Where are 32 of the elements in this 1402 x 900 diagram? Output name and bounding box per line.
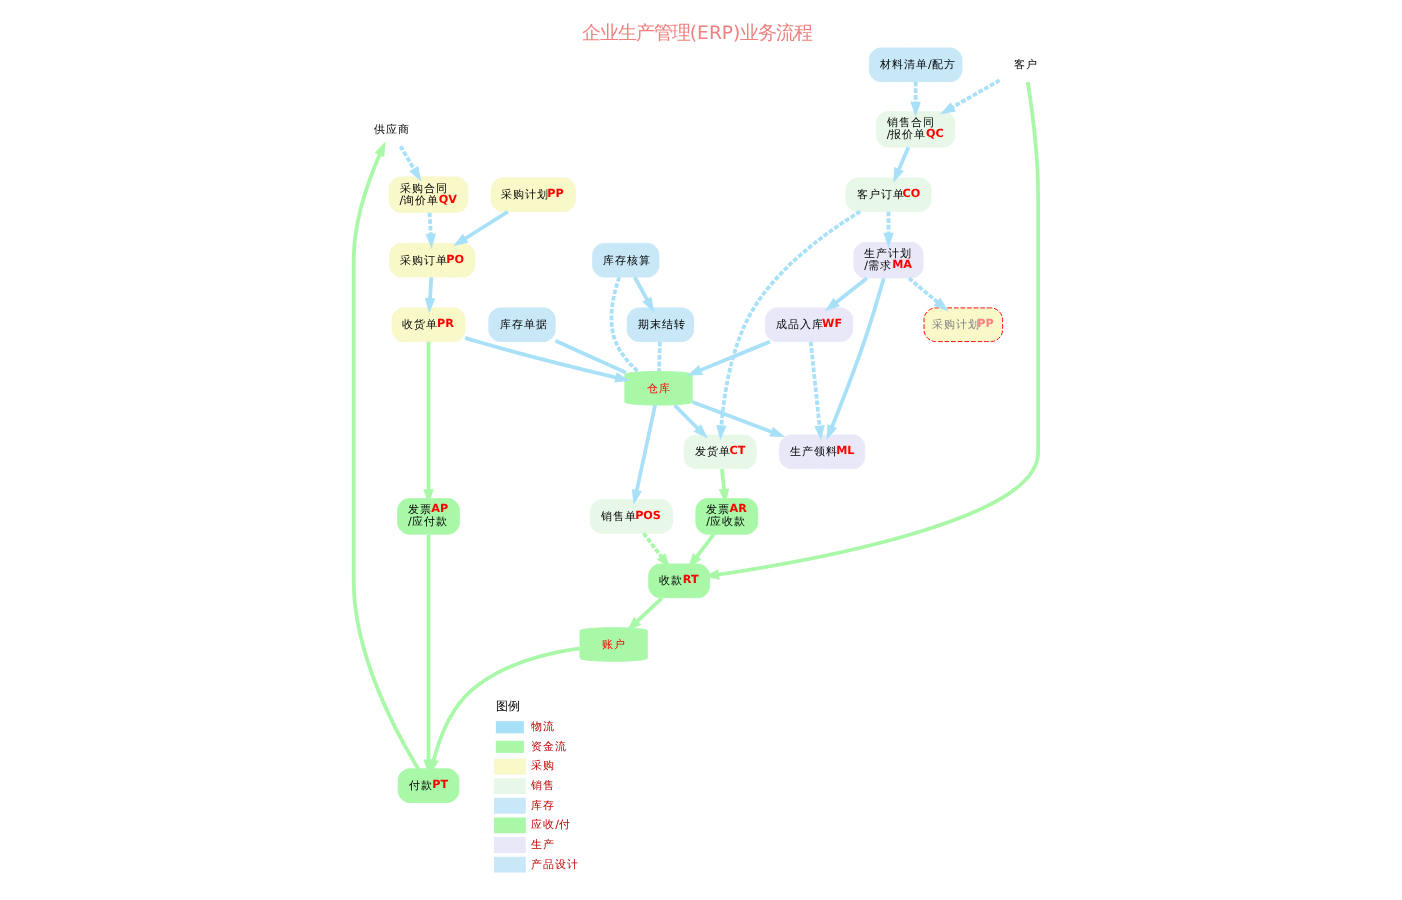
arrow bbox=[397, 145, 421, 182]
arrow bbox=[625, 596, 663, 632]
connector bbox=[608, 276, 638, 373]
arrow bbox=[463, 336, 630, 383]
arrow bbox=[451, 210, 508, 247]
arrow bbox=[882, 211, 893, 248]
arrow bbox=[422, 534, 433, 775]
arrow bbox=[630, 404, 656, 505]
arrow bbox=[686, 339, 770, 376]
arrow bbox=[424, 212, 436, 249]
arrow bbox=[687, 533, 715, 569]
arrow bbox=[427, 646, 579, 775]
arrow bbox=[641, 532, 670, 569]
arrow bbox=[715, 210, 861, 441]
arrow bbox=[423, 277, 435, 314]
arrow bbox=[703, 81, 1039, 580]
arrow bbox=[939, 78, 1000, 115]
arrow bbox=[825, 277, 885, 440]
arrow bbox=[632, 276, 654, 313]
arrow bbox=[717, 468, 729, 504]
arrow bbox=[892, 146, 910, 183]
arrow bbox=[906, 276, 948, 312]
arrow bbox=[350, 141, 419, 770]
arrow bbox=[823, 276, 867, 312]
connector bbox=[656, 341, 661, 372]
arrow bbox=[807, 341, 824, 441]
diagram-title: 企业生产管理(ERP)业务流程 bbox=[580, 22, 812, 45]
arrow bbox=[909, 81, 920, 117]
connector bbox=[553, 339, 626, 375]
arrow bbox=[690, 400, 785, 437]
arrow bbox=[672, 404, 707, 439]
arrow bbox=[422, 341, 433, 505]
